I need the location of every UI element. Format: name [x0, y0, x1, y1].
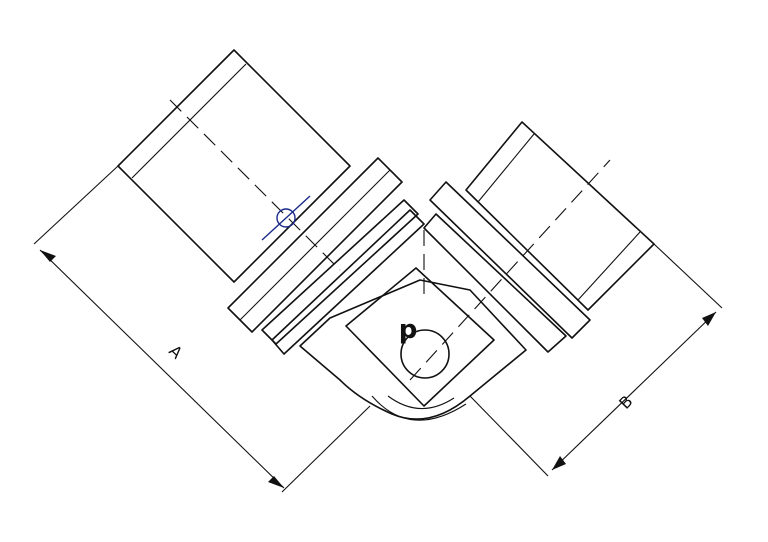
dim-a-arrow-top: [40, 250, 56, 262]
dim-a-extension-top: [33, 165, 119, 245]
center-mark-circle: [276, 208, 296, 228]
center-mark-line: [261, 195, 311, 241]
dim-b-arrow-bottom: [552, 456, 566, 470]
logo-mark: d: [399, 317, 418, 347]
left-centerline: [169, 99, 341, 271]
right-thread-body: [465, 121, 655, 311]
dimension-a: A: [33, 165, 371, 493]
dim-a-line: [39, 249, 285, 489]
dim-a-extension-bottom: [281, 405, 371, 493]
dim-b-extension-top: [653, 243, 723, 309]
right-hex-nut: [429, 181, 591, 339]
elbow-outer-contour: [299, 279, 527, 420]
left-pipe-body: [117, 49, 351, 283]
elbow-body: d: [299, 230, 527, 421]
left-collar: [261, 199, 419, 345]
left-pipe-edge: [131, 63, 247, 179]
dim-b-line: [551, 311, 717, 471]
dim-b-label: B: [615, 392, 636, 413]
left-collar-inner: [271, 209, 425, 355]
dimension-b: B: [469, 243, 723, 477]
elbow-inner-arc: [387, 395, 455, 410]
logo-circle: [400, 329, 450, 379]
dim-b-extension-bottom: [469, 395, 549, 477]
right-thread-edge-2: [577, 231, 641, 301]
dim-a-arrow-bottom: [268, 476, 284, 488]
left-hex-nut: [227, 157, 403, 333]
dim-b-arrow-top: [702, 312, 716, 326]
center-mark: [261, 195, 311, 241]
left-branch: [117, 49, 425, 355]
right-centerline: [409, 159, 611, 381]
elbow-window: [345, 267, 495, 407]
brand-logo: d: [399, 317, 450, 379]
right-hex-lower: [423, 213, 567, 353]
right-thread-edge: [477, 133, 535, 203]
elbow-bend-arc: [371, 395, 467, 421]
right-branch: [409, 121, 655, 381]
dim-a-label: A: [165, 341, 186, 362]
